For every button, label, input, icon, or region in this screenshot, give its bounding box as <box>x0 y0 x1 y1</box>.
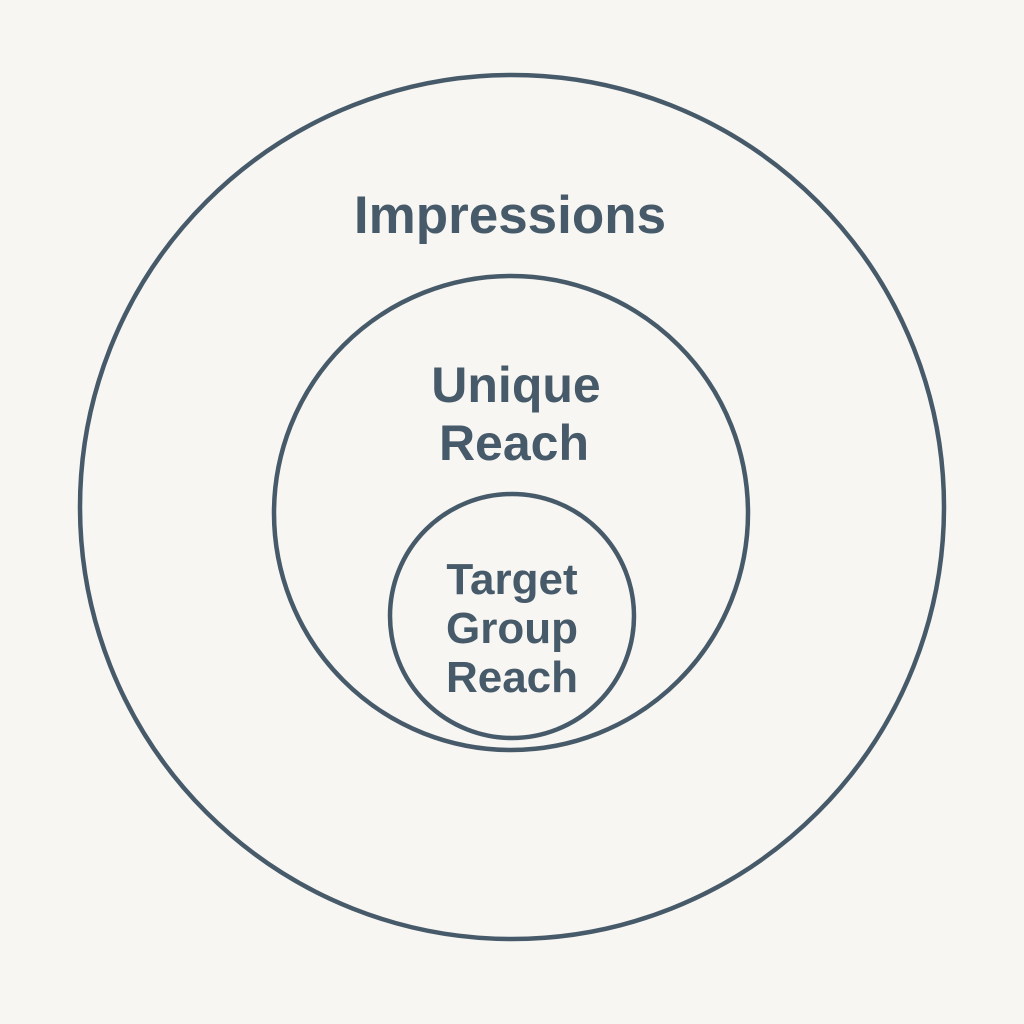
unique-reach-label-line1: Unique <box>431 357 600 413</box>
unique-reach-circle <box>271 273 751 753</box>
target-group-reach-label-line1: Target <box>446 555 578 604</box>
target-group-reach-label-line2: Group <box>446 604 578 653</box>
impressions-label: Impressions <box>354 186 666 245</box>
target-group-reach-circle <box>387 491 637 741</box>
impressions-circle <box>77 72 947 942</box>
unique-reach-label-line2: Reach <box>439 415 589 471</box>
target-group-reach-label-line3: Reach <box>446 653 578 702</box>
